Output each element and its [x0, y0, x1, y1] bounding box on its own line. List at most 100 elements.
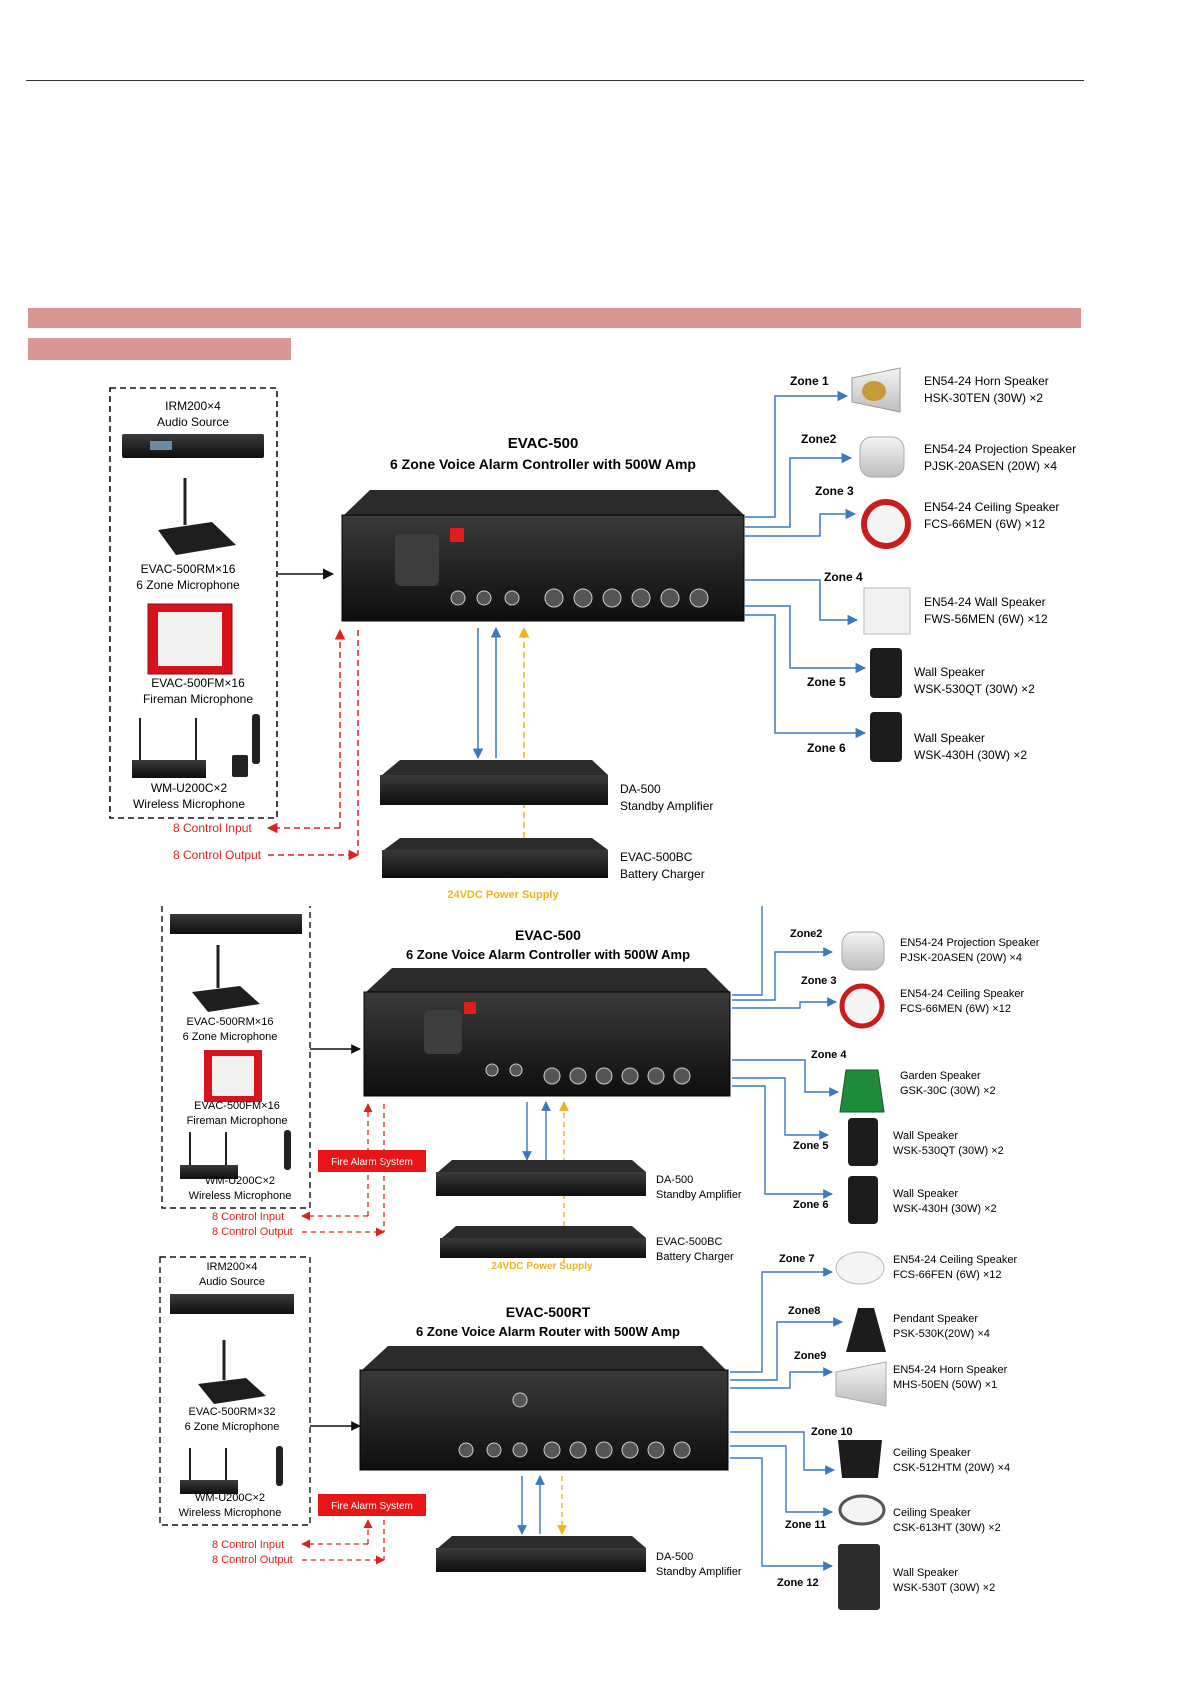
- cabinet-window-icon: [158, 612, 222, 666]
- zone-label: Zone 6: [793, 1199, 828, 1211]
- control-input-label: 8 Control Input: [212, 1539, 284, 1551]
- speaker-model: Wall Speaker: [893, 1567, 958, 1579]
- speaker-model: Wall Speaker: [893, 1188, 958, 1200]
- wall-speaker-image: [848, 1118, 878, 1166]
- control-output-label: 8 Control Output: [212, 1226, 293, 1238]
- device-title: EVAC-500RT: [506, 1304, 591, 1320]
- device-label: DA-500: [656, 1551, 693, 1563]
- source-label: WM-U200C×2: [151, 781, 228, 795]
- zone-label: Zone 7: [779, 1253, 814, 1265]
- speaker-model: MHS-50EN (50W) ×1: [893, 1379, 997, 1391]
- device-title: EVAC-500: [508, 435, 579, 452]
- paging-mic-image: [192, 986, 260, 1012]
- source-label: 6 Zone Microphone: [183, 1031, 278, 1043]
- fire-alarm-box: [318, 1150, 426, 1172]
- control-input-label: 8 Control Input: [173, 821, 252, 835]
- zone-label: Zone9: [794, 1350, 826, 1362]
- controller-top-image: [366, 968, 730, 992]
- zone-label: Zone 5: [793, 1140, 828, 1152]
- zone-connections: [745, 390, 867, 739]
- zone-connections: [730, 1267, 843, 1571]
- control-output-label: 8 Control Output: [173, 848, 262, 862]
- device-label: Battery Charger: [620, 867, 705, 881]
- speaker-model: FCS-66MEN (6W) ×12: [924, 517, 1045, 531]
- source-label: EVAC-500RM×16: [187, 1016, 274, 1028]
- source-wm-u200c: WM-U200C×2 Wireless Microphone: [132, 714, 260, 811]
- source-irm200: IRM200×4 Audio Source: [122, 399, 264, 458]
- device-subtitle: 6 Zone Voice Alarm Controller with 500W …: [390, 456, 696, 472]
- router-top-image: [362, 1346, 726, 1370]
- amp-top-image: [438, 1160, 646, 1172]
- projection-speaker-image: [841, 931, 885, 971]
- speaker-model: CSK-613HT (30W) ×2: [893, 1522, 1001, 1534]
- source-group-box: [159, 1256, 311, 1526]
- source-label: IRM200×4: [165, 399, 221, 413]
- paging-mic-image: [198, 1378, 266, 1404]
- wall-speaker-image: [848, 1176, 878, 1224]
- source-label: Wireless Microphone: [133, 797, 245, 811]
- ceiling-speaker-image: [861, 499, 911, 549]
- speaker-model: EN54-24 Horn Speaker: [893, 1364, 1008, 1376]
- zone-label: Zone 4: [824, 570, 863, 584]
- speaker-model: WSK-430H (30W) ×2: [914, 748, 1027, 762]
- speaker-model: HSK-30TEN (30W) ×2: [924, 391, 1043, 405]
- controller-top-image: [344, 490, 744, 515]
- zone-label: Zone2: [801, 432, 837, 446]
- section-banner: [28, 308, 1081, 328]
- speaker-model: CSK-512HTM (20W) ×4: [893, 1462, 1010, 1474]
- control-lines: [266, 628, 360, 861]
- handheld-mic-icon: [276, 1446, 283, 1486]
- zone-label: Zone 6: [807, 741, 846, 755]
- source-label: EVAC-500RM×16: [141, 562, 236, 576]
- source-label: Wireless Microphone: [189, 1190, 292, 1202]
- speaker-model: EN54-24 Ceiling Speaker: [893, 1254, 1017, 1266]
- source-label: WM-U200C×2: [195, 1492, 265, 1504]
- zone-label: Zone 4: [811, 1049, 847, 1061]
- handheld-mic-icon: [284, 1130, 291, 1170]
- standby-amp-image: [380, 775, 608, 805]
- zone-descriptions: EN54-24 Projection Speaker PJSK-20ASEN (…: [893, 937, 1040, 1215]
- battery-charger-image: [440, 1238, 646, 1258]
- handheld-mic-icon: [424, 1010, 462, 1054]
- emergency-button-icon: [450, 528, 464, 542]
- fire-alarm-label: Fire Alarm System: [331, 1501, 413, 1512]
- volume-knobs: [458, 1392, 691, 1459]
- device-label: EVAC-500BC: [656, 1236, 722, 1248]
- source-label: Audio Source: [199, 1276, 265, 1288]
- ceiling-speaker-image: [838, 1440, 882, 1478]
- device-subtitle: 6 Zone Voice Alarm Router with 500W Amp: [416, 1324, 680, 1339]
- pendant-speaker-image: [846, 1308, 886, 1352]
- zone-label: Zone 12: [777, 1577, 819, 1589]
- handheld-mic-icon: [395, 534, 439, 586]
- header-rule: [26, 80, 1084, 81]
- device-label: Standby Amplifier: [656, 1566, 742, 1578]
- wall-speaker-image: [870, 648, 902, 698]
- source-group-box: [161, 906, 311, 1209]
- rack-unit-image: [122, 434, 264, 458]
- source-label: IRM200×4: [206, 1261, 257, 1273]
- source-label: Wireless Microphone: [179, 1507, 282, 1519]
- device-label: DA-500: [620, 782, 661, 796]
- horn-speaker-image: [835, 1361, 887, 1407]
- speaker-model: WSK-530QT (30W) ×2: [893, 1145, 1004, 1157]
- diagram-evac-500-fire: EVAC-500RM×16 6 Zone Microphone EVAC-500…: [161, 906, 1040, 1272]
- power-label: 24VDC Power Supply: [447, 889, 559, 901]
- wall-speaker-image: [870, 712, 902, 762]
- source-label: 6 Zone Microphone: [185, 1421, 280, 1433]
- source-evac-500rm: EVAC-500RM×16 6 Zone Microphone: [136, 478, 240, 592]
- speaker-model: FCS-66MEN (6W) ×12: [900, 1003, 1011, 1015]
- source-label: 6 Zone Microphone: [136, 578, 240, 592]
- volume-knobs: [485, 1063, 691, 1085]
- cabinet-window-icon: [212, 1056, 254, 1096]
- speaker-model: Pendant Speaker: [893, 1313, 978, 1325]
- control-output-label: 8 Control Output: [212, 1554, 293, 1566]
- router-front-panel: [359, 1369, 729, 1471]
- wireless-receiver-image: [180, 1480, 238, 1494]
- speaker-model: Wall Speaker: [914, 665, 985, 679]
- bodypack-icon: [232, 755, 248, 777]
- standby-amp-image: [436, 1548, 646, 1572]
- speaker-model: GSK-30C (30W) ×2: [900, 1085, 996, 1097]
- zone-descriptions: EN54-24 Horn Speaker HSK-30TEN (30W) ×2 …: [914, 374, 1076, 762]
- speaker-model: PJSK-20ASEN (20W) ×4: [900, 952, 1022, 964]
- device-label: Battery Charger: [656, 1251, 734, 1263]
